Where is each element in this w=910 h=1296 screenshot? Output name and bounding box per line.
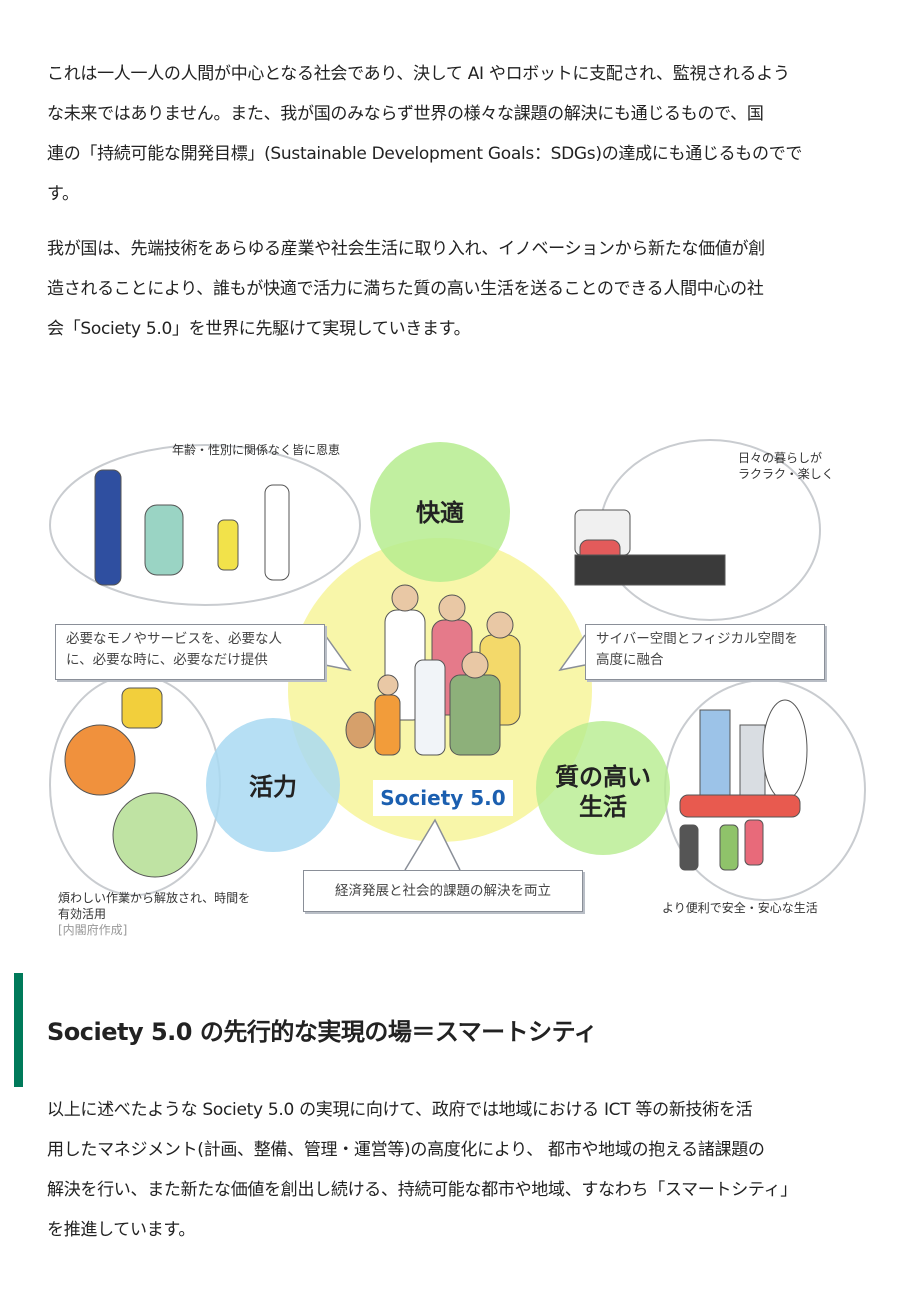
text-line: 会「Society 5.0」を世界に先駆けて実現していきます。 — [47, 319, 471, 339]
callout-right: サイバー空間とフィジカル空間を 高度に融合 — [585, 624, 825, 680]
caption-bottom-right: より便利で安全・安心な生活 — [662, 901, 818, 915]
circle-comfort — [370, 442, 510, 582]
text-line: 造されることにより、誰もが快適で活力に満ちた質の高い生活を送ることのできる人間中… — [47, 279, 764, 299]
section-paragraph: 以上に述べたような Society 5.0 の実現に向けて、政府では地域における… — [47, 1090, 877, 1250]
circle-label-line: 質の高い — [555, 763, 651, 791]
caption-line: 有効活用 — [58, 907, 107, 921]
image-credit: [内閣府作成] — [58, 923, 128, 937]
caption-bottom-left: 煩わしい作業から解放され、時間を 有効活用 [内閣府作成] — [58, 890, 250, 938]
callout-left: 必要なモノやサービスを、必要な人 に、必要な時に、必要なだけ提供 — [55, 624, 325, 680]
caption-top-right: 日々の暮らしが ラクラク・楽しく — [738, 450, 834, 482]
section-heading: Society 5.0 の先行的な実現の場＝スマートシティ — [47, 1018, 598, 1046]
callout-bottom: 経済発展と社会的課題の解決を両立 — [303, 870, 583, 912]
circle-label-quality: 質の高い 生活 — [543, 762, 663, 822]
scene-figures-icon — [64, 469, 808, 878]
caption-top-left: 年齢・性別に関係なく皆に恩恵 — [172, 443, 341, 457]
text-line: 解決を行い、また新たな価値を創出し続ける、持続可能な都市や地域、すなわち「スマー… — [47, 1180, 797, 1200]
caption-line: 煩わしい作業から解放され、時間を — [58, 891, 251, 905]
family-figures-icon — [345, 584, 521, 756]
circle-label-vitality: 活力 — [249, 773, 297, 801]
callout-tail-left — [324, 634, 352, 672]
text-line: 以上に述べたような Society 5.0 の実現に向けて、政府では地域における… — [47, 1100, 753, 1120]
callout-line: 必要なモノやサービスを、必要な人 — [66, 631, 282, 647]
caption-line: ラクラク・楽しく — [738, 467, 834, 481]
circle-label-line: 生活 — [579, 793, 627, 821]
society5-illustration: 年齢・性別に関係なく皆に恩恵 日々の暮らしが ラクラク・楽しく 煩わしい作業から… — [40, 430, 880, 950]
society-5-label: Society 5.0 — [373, 780, 513, 816]
text-line: す。 — [47, 184, 79, 204]
text-line: を推進しています。 — [47, 1220, 196, 1240]
text-line: な未来ではありません。また、我が国のみならず世界の様々な課題の解決にも通じるもの… — [47, 104, 764, 124]
circle-label-comfort: 快適 — [416, 499, 464, 527]
callout-tail-bottom — [404, 818, 461, 871]
callout-tail-right — [558, 634, 586, 672]
intro-paragraph-1: これは一人一人の人間が中心となる社会であり、決して AI やロボットに支配され、… — [47, 54, 877, 214]
callout-line: に、必要な時に、必要なだけ提供 — [66, 652, 268, 668]
text-line: 用したマネジメント(計画、整備、管理・運営等)の高度化により、 都市や地域の抱え… — [47, 1140, 765, 1160]
text-line: 連の「持続可能な開発目標」(Sustainable Development Go… — [47, 144, 803, 164]
text-line: これは一人一人の人間が中心となる社会であり、決して AI やロボットに支配され、… — [47, 64, 790, 84]
caption-line: 日々の暮らしが — [738, 451, 823, 465]
intro-paragraph-2: 我が国は、先端技術をあらゆる産業や社会生活に取り入れ、イノベーションから新たな価… — [47, 229, 877, 349]
circle-vitality — [206, 718, 340, 852]
text-line: 我が国は、先端技術をあらゆる産業や社会生活に取り入れ、イノベーションから新たな価… — [47, 239, 765, 259]
callout-line: サイバー空間とフィジカル空間を — [596, 631, 798, 647]
circle-quality — [536, 721, 670, 855]
illustration-graphics — [49, 439, 866, 901]
callout-line: 高度に融合 — [596, 652, 664, 668]
heading-accent-bar — [14, 973, 23, 1087]
